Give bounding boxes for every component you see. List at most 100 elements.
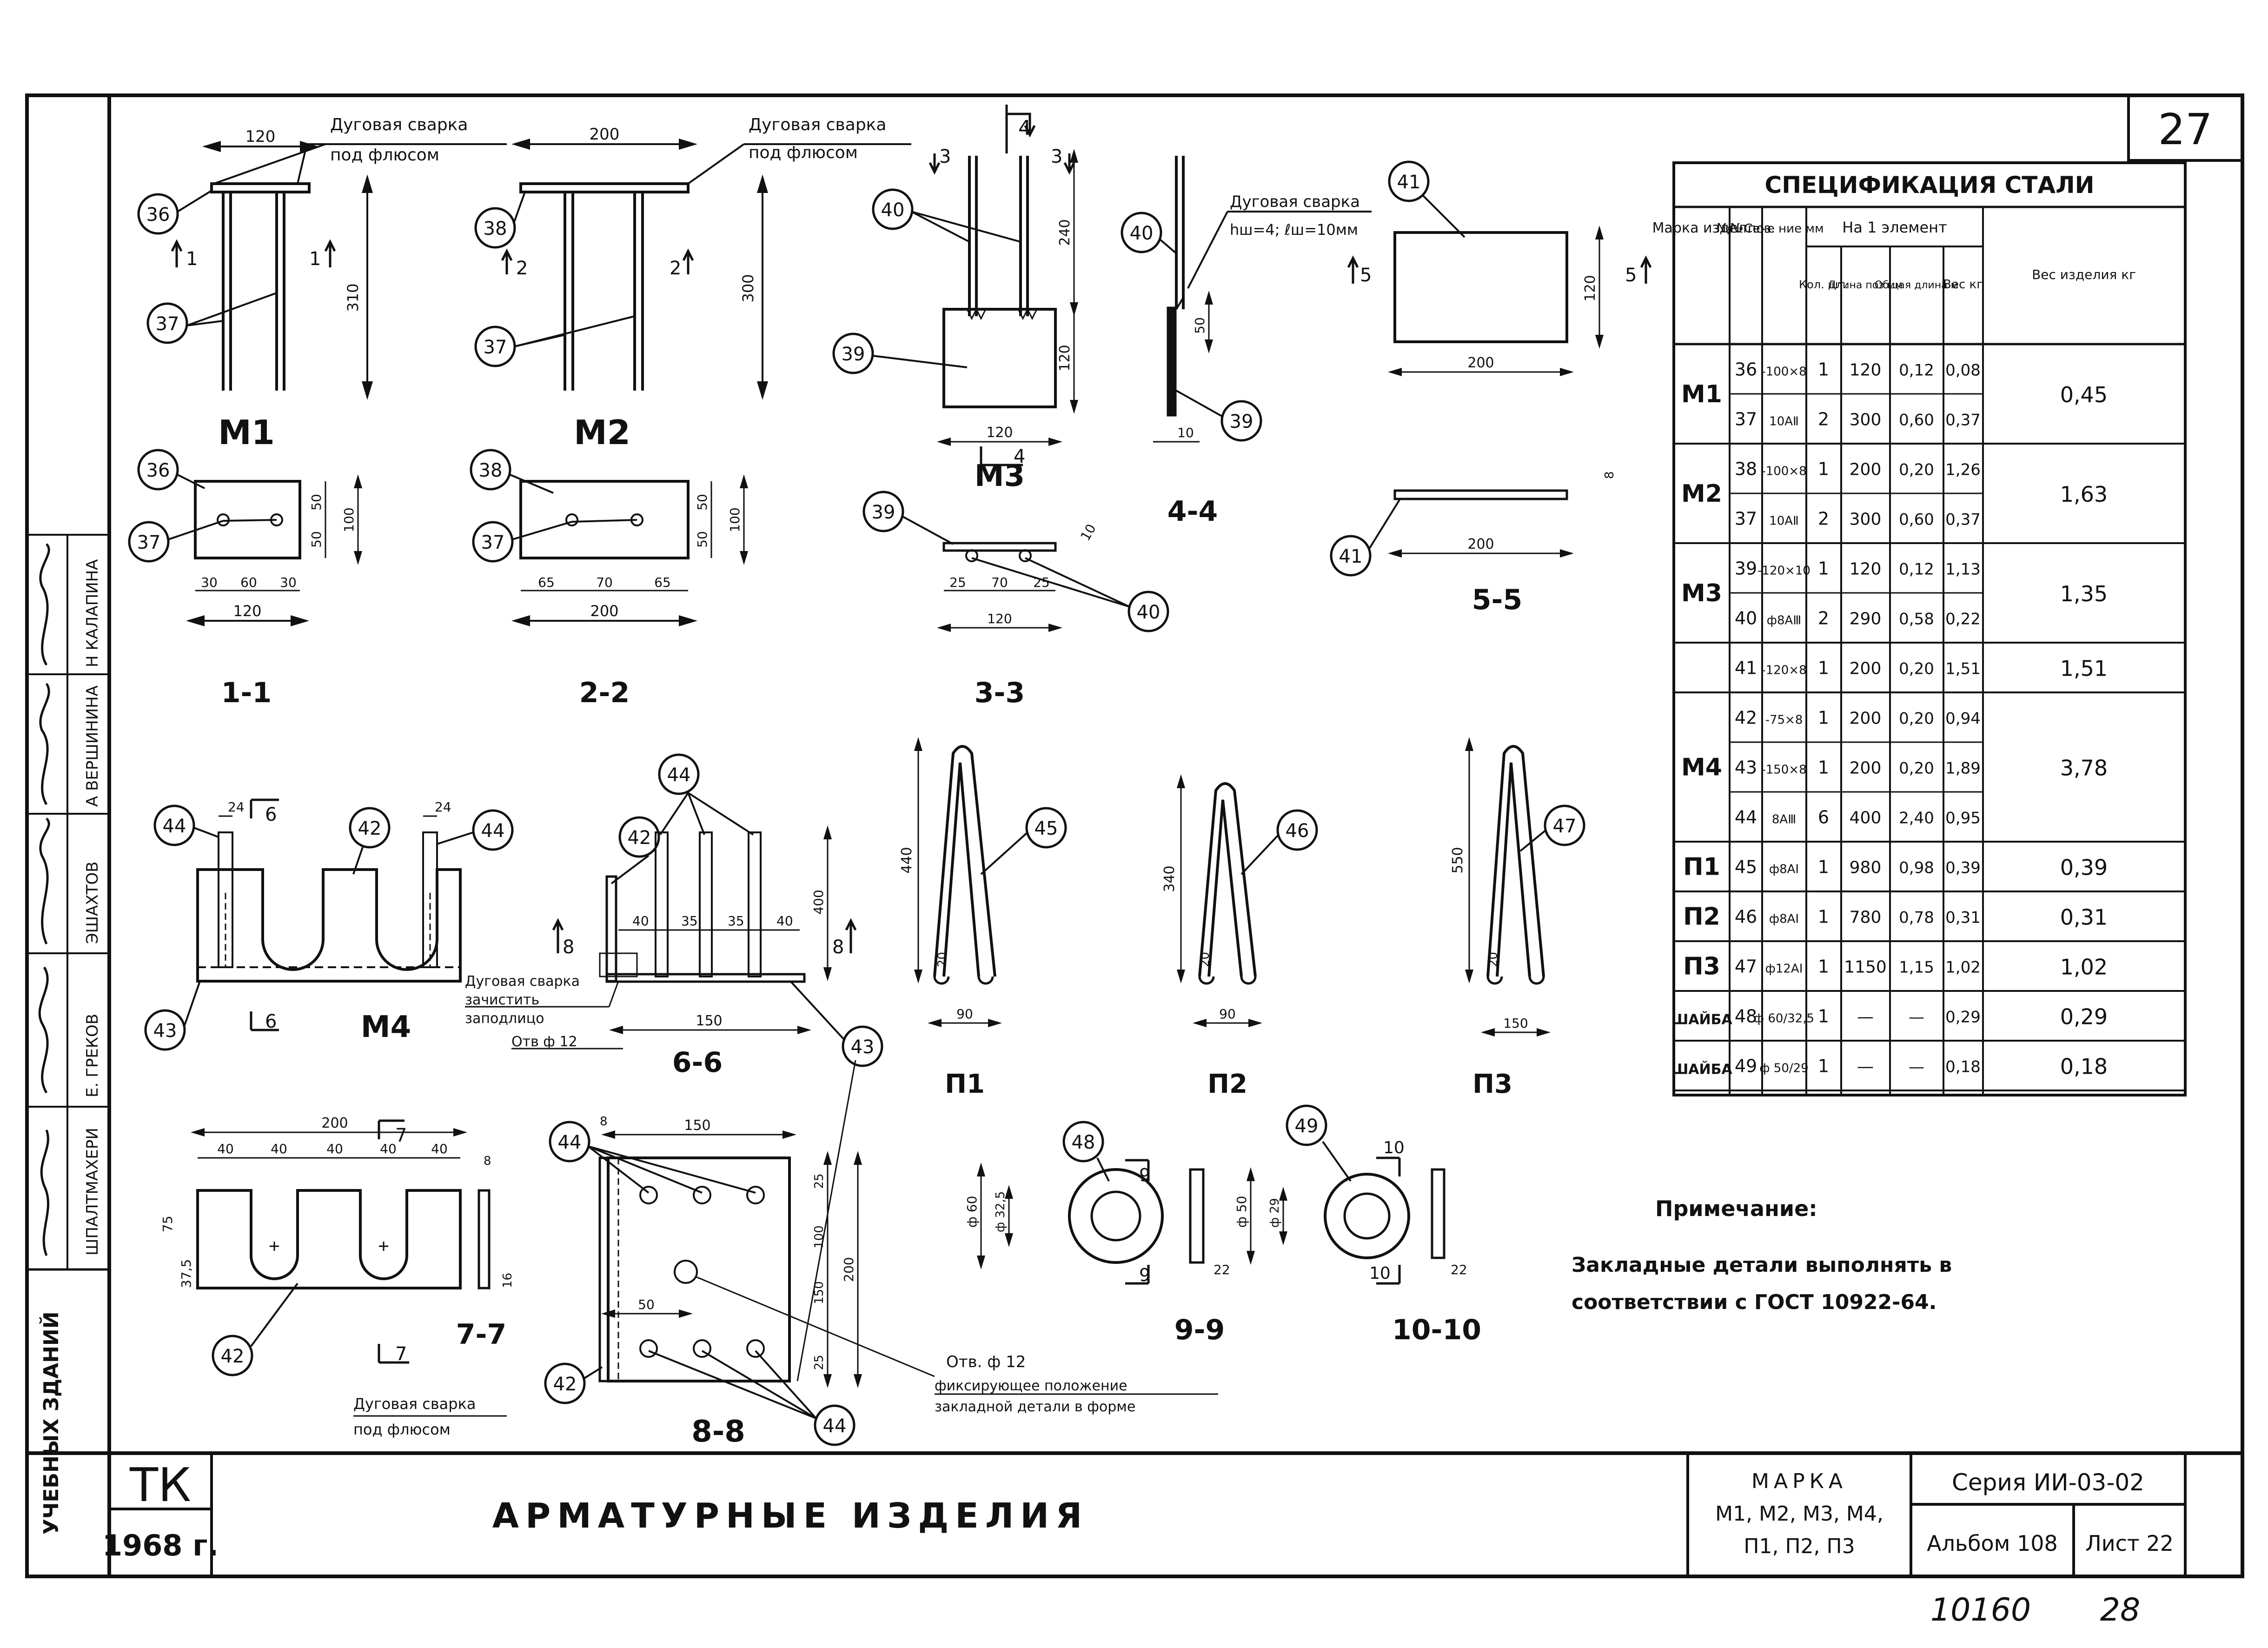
svg-text:9: 9 [1139, 1165, 1150, 1185]
label-m4: М4 [361, 1010, 411, 1044]
weld-note-1-line2: под флюсом [330, 146, 439, 165]
svg-text:6: 6 [265, 804, 277, 825]
svg-text:20: 20 [935, 952, 949, 967]
svg-text:120: 120 [1057, 345, 1073, 371]
weld-note-4-line2: зачистить [465, 992, 539, 1008]
svg-text:90: 90 [1219, 1006, 1236, 1022]
svg-text:44: 44 [558, 1132, 582, 1153]
spec-cell: 300 [1850, 411, 1882, 430]
spec-cell: 43 [1735, 758, 1757, 778]
label-8-8: 8-8 [691, 1415, 745, 1449]
note-block: Примечание: Закладные детали выполнять в… [1572, 1196, 1952, 1314]
spec-cell: 120 [1850, 361, 1882, 380]
spec-cell: 8АⅢ [1772, 813, 1796, 827]
spec-cell: 0,58 [1899, 610, 1934, 629]
stamp-name-3: ЭШАХТОВ [83, 861, 102, 944]
spec-cell: 1 [1818, 1056, 1829, 1077]
svg-text:38: 38 [479, 460, 503, 481]
title-marka-line2: П1, П2, П3 [1744, 1535, 1855, 1558]
spec-cell: 0,95 [1945, 809, 1981, 828]
spec-cell: 200 [1850, 709, 1882, 728]
svg-text:150: 150 [1503, 1016, 1528, 1031]
spec-cell: -120×10 [1757, 564, 1810, 578]
svg-text:8: 8 [563, 937, 574, 958]
spec-mark: ШАЙБА [1671, 1011, 1732, 1028]
spec-cell: 6 [1818, 807, 1829, 828]
svg-text:50: 50 [309, 494, 324, 511]
spec-cell: 400 [1850, 809, 1882, 828]
weld-note-4-line1: Дуговая сварка [465, 973, 580, 990]
detail-m3: 4 240 120 120 3 3 4 40 39 М3 [832, 105, 1078, 493]
spec-cell: 38 [1735, 459, 1757, 479]
spec-cell: 200 [1850, 659, 1882, 678]
svg-text:200: 200 [841, 1257, 856, 1282]
spec-cell: ф 50/29 [1759, 1062, 1808, 1076]
note-title: Примечание: [1655, 1196, 1817, 1221]
svg-text:25: 25 [1033, 575, 1050, 590]
svg-text:100: 100 [727, 507, 743, 532]
detail-m1: 120 310 1 1 36 37 Дуговая сварка под флю… [137, 115, 507, 452]
svg-text:10: 10 [1177, 425, 1194, 440]
weld-note-5-line2: под флюсом [353, 1421, 451, 1438]
svg-text:ф 50: ф 50 [1234, 1196, 1249, 1228]
spec-cell: 1 [1818, 758, 1829, 778]
title-marka-label: МАРКА [1751, 1469, 1847, 1493]
svg-text:24: 24 [435, 799, 451, 815]
svg-text:44: 44 [823, 1415, 847, 1437]
svg-text:41: 41 [1339, 546, 1363, 567]
spec-cell: 42 [1735, 708, 1757, 728]
stamp-name-5: Н КАЛАПИНА [83, 559, 102, 667]
section-1-1: 36 37 120 30 60 30 50 50 100 1-1 [128, 449, 362, 709]
spec-cell: 1,89 [1945, 759, 1981, 778]
spec-cell: 0,37 [1945, 411, 1981, 430]
spec-mark: П1 [1683, 853, 1720, 881]
svg-text:65: 65 [538, 575, 555, 590]
detail-p1: 440 20 90 45 П1 [899, 737, 1067, 1099]
svg-text:36: 36 [146, 204, 170, 226]
svg-text:3: 3 [1051, 146, 1062, 167]
detail-washer-48: ф 60 ф 32,5 48 9 9 22 9-9 [964, 1121, 1230, 1346]
svg-text:10: 10 [1383, 1138, 1405, 1157]
spec-cell: ф8АⅢ [1767, 614, 1801, 628]
svg-text:40: 40 [1130, 223, 1154, 244]
svg-text:150: 150 [684, 1117, 710, 1134]
spec-cell: 0,20 [1899, 759, 1934, 778]
spec-cell: -120×8 [1761, 664, 1806, 678]
spec-cell: 10АⅡ [1769, 514, 1799, 528]
spec-cell: 1 [1818, 359, 1829, 380]
spec-cell: 290 [1850, 610, 1882, 629]
label-m1: М1 [218, 413, 275, 452]
svg-text:22: 22 [1214, 1262, 1230, 1277]
spec-weight: 1,63 [2060, 482, 2108, 507]
svg-text:25: 25 [812, 1355, 826, 1370]
svg-text:ф 29: ф 29 [1268, 1198, 1282, 1228]
svg-text:8: 8 [484, 1154, 491, 1168]
spec-cell: 1 [1818, 857, 1829, 877]
spec-title: СПЕЦИФИКАЦИЯ СТАЛИ [1765, 172, 2095, 199]
svg-text:120: 120 [986, 425, 1013, 441]
spec-weight: 1,02 [2060, 955, 2108, 980]
svg-text:440: 440 [899, 847, 915, 873]
section-4-4: 50 10 40 39 Дуговая сварка hш=4; ℓш=10мм… [1121, 156, 1372, 528]
spec-cell: 980 [1850, 858, 1882, 877]
svg-text:37: 37 [481, 532, 505, 553]
svg-text:240: 240 [1057, 219, 1073, 246]
spec-cell: 1 [1818, 658, 1829, 678]
note-line-2: соответствии с ГОСТ 10922-64. [1572, 1290, 1936, 1314]
spec-cell: 1 [1818, 459, 1829, 479]
svg-text:50: 50 [695, 531, 710, 548]
signature-5 [39, 543, 50, 666]
svg-text:42: 42 [221, 1346, 245, 1367]
spec-cell: ф12АⅠ [1765, 962, 1803, 976]
svg-text:47: 47 [1553, 816, 1577, 837]
svg-text:42: 42 [358, 818, 382, 839]
svg-text:4: 4 [1014, 446, 1025, 467]
svg-text:5: 5 [1360, 265, 1372, 286]
signature-1 [40, 1130, 49, 1256]
spec-cell: 0,31 [1945, 909, 1981, 927]
stamp-name-4: А ВЕРШИНИНА [83, 685, 102, 807]
detail-m4: 24 24 6 6 44 42 44 43 М4 [144, 798, 514, 1051]
spec-cell: 10АⅡ [1769, 415, 1799, 429]
svg-text:43: 43 [153, 1020, 177, 1042]
weld-note-3-line2: hш=4; ℓш=10мм [1230, 221, 1358, 239]
